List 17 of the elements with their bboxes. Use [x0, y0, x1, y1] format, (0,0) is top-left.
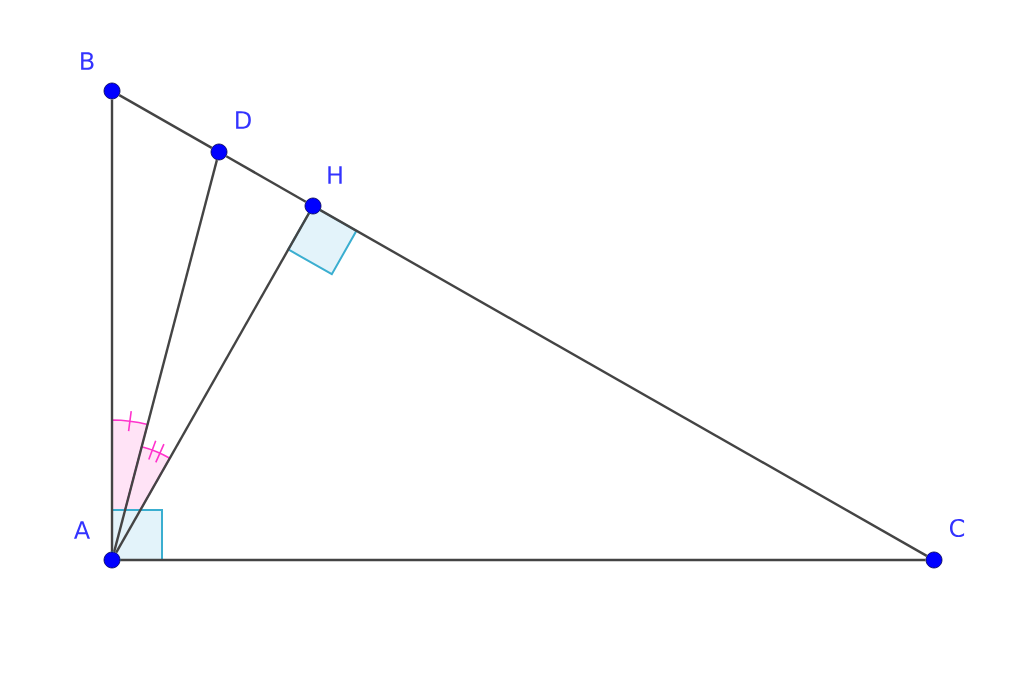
segment — [225, 155, 307, 203]
point-dot — [210, 143, 228, 161]
point-label: C — [950, 518, 965, 538]
point-label: A — [74, 521, 90, 539]
segment — [112, 159, 219, 553]
point-dot — [925, 551, 943, 569]
segment — [120, 558, 926, 562]
segment — [319, 209, 928, 557]
point-label: H — [328, 166, 342, 184]
point-dot — [103, 82, 121, 100]
point-label: B — [81, 52, 94, 70]
segment — [115, 212, 310, 554]
point-dot — [304, 197, 322, 215]
segment — [110, 99, 114, 552]
point-label: D — [236, 111, 251, 129]
point-dot — [103, 551, 121, 569]
segment — [118, 94, 213, 149]
